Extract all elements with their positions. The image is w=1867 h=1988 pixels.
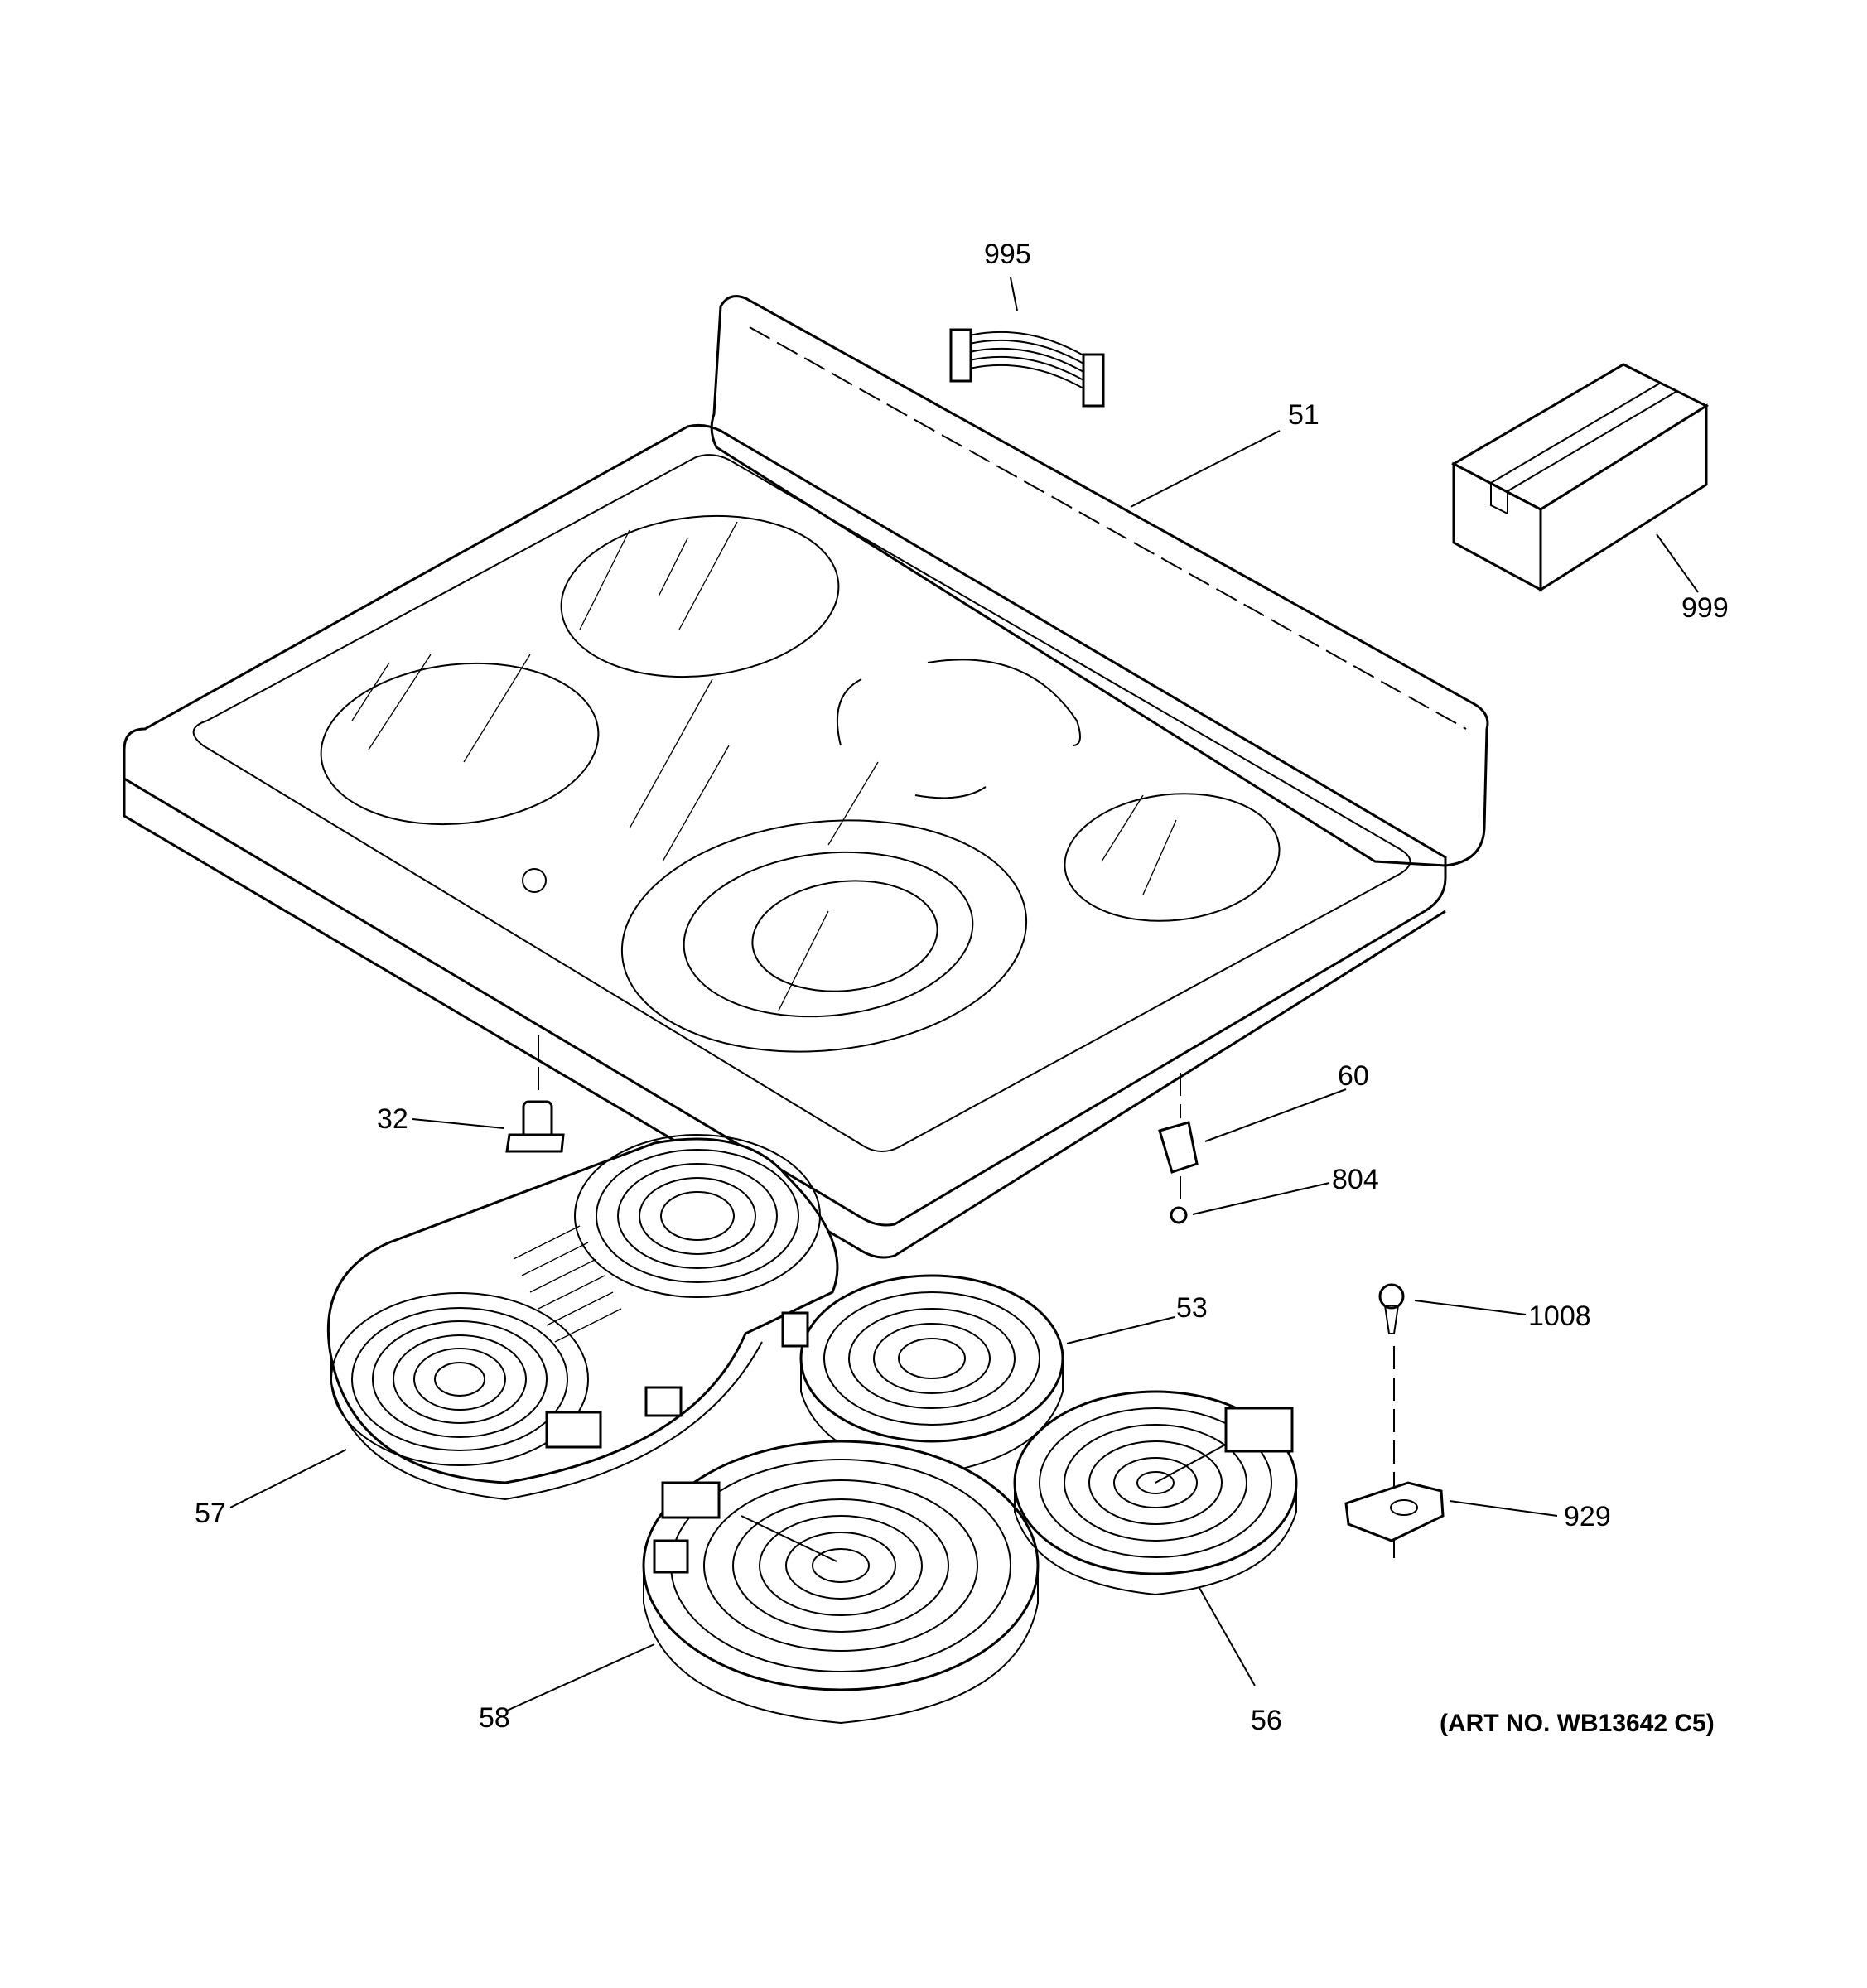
callout-995: 995	[984, 239, 1031, 270]
callout-804: 804	[1332, 1164, 1379, 1195]
callout-32: 32	[377, 1103, 408, 1135]
callout-56: 56	[1251, 1705, 1282, 1736]
radiant-element-part-56[interactable]	[1013, 1390, 1298, 1686]
wire-harness-part-995[interactable]	[949, 277, 1105, 408]
radiant-element-part-58[interactable]	[506, 1440, 1040, 1725]
bracket-part-60[interactable]	[1158, 1073, 1347, 1174]
dual-radiant-element-part-57[interactable]	[229, 1134, 839, 1508]
callout-51: 51	[1288, 399, 1319, 431]
callout-53: 53	[1176, 1292, 1208, 1324]
callout-929: 929	[1564, 1501, 1611, 1532]
callout-60: 60	[1338, 1060, 1369, 1092]
callout-999: 999	[1681, 592, 1729, 624]
art-number: (ART NO. WB13642 C5)	[1440, 1710, 1715, 1737]
mounting-bracket-part-929[interactable]	[1344, 1346, 1558, 1566]
radiant-element-part-53[interactable]	[781, 1274, 1175, 1476]
screw-part-1008[interactable]	[1378, 1283, 1527, 1334]
screw-part-804[interactable]	[1170, 1176, 1330, 1224]
callout-57: 57	[195, 1498, 226, 1529]
carton-part-999[interactable]	[1450, 363, 1710, 593]
cooktop-glass-part-51[interactable]	[123, 295, 1489, 1259]
limiter-switch-part-32[interactable]	[412, 1035, 565, 1153]
callout-58: 58	[479, 1702, 510, 1734]
callout-1008: 1008	[1528, 1300, 1591, 1332]
